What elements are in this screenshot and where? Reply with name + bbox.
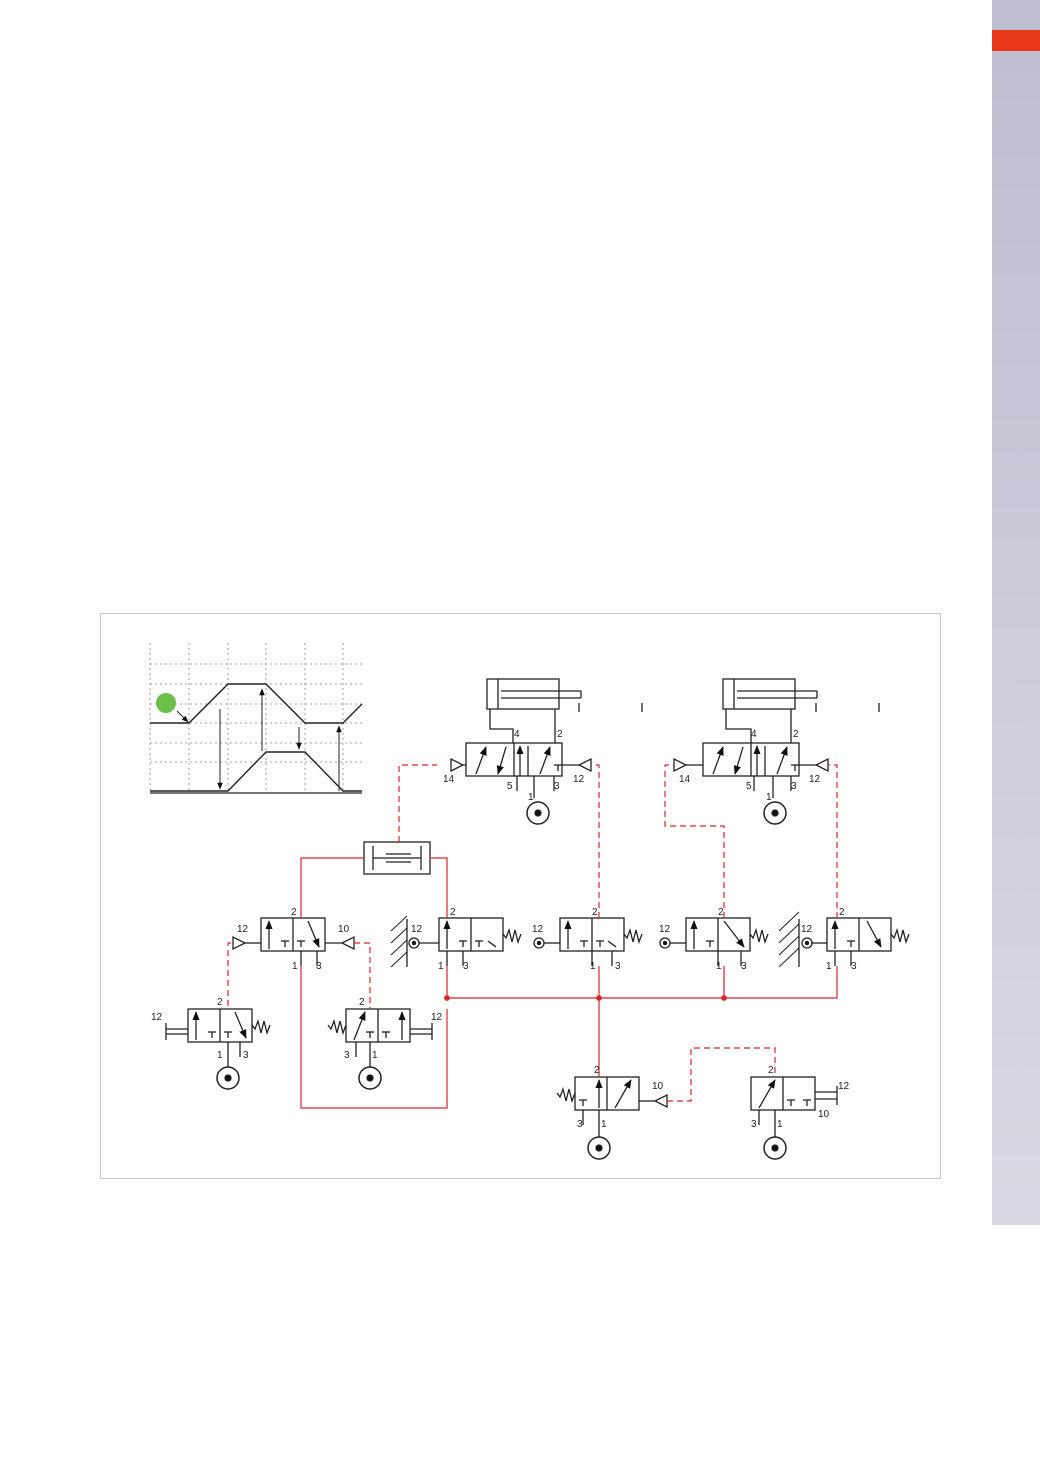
port-label: 3 xyxy=(577,1119,583,1130)
port-label: 5 xyxy=(507,781,513,792)
main-valve-1 xyxy=(450,742,592,825)
port-label: 2 xyxy=(291,907,297,918)
port-label: 2 xyxy=(718,907,724,918)
side-accent-tab xyxy=(992,30,1040,51)
port-label: 4 xyxy=(514,729,520,740)
port-label: 12 xyxy=(151,1012,163,1023)
valve-d xyxy=(533,917,643,966)
port-label: 12 xyxy=(801,924,813,935)
port-label: 1 xyxy=(372,1050,378,1061)
displacement-step-diagram xyxy=(149,643,363,794)
port-label: 12 xyxy=(573,774,585,785)
port-label: 3 xyxy=(615,961,621,972)
port-label: 1 xyxy=(716,961,722,972)
port-label: 3 xyxy=(344,1050,350,1061)
pneumatic-circuit: 4 2 5 1 3 14 12 4 2 5 1 3 14 12 xyxy=(149,643,910,1160)
port-label: 1 xyxy=(217,1050,223,1061)
port-label: 2 xyxy=(768,1065,774,1076)
valve-c xyxy=(390,915,522,968)
port-label: 12 xyxy=(237,924,249,935)
port-label: 1 xyxy=(777,1119,783,1130)
cylinder-1 xyxy=(486,678,643,743)
pilot-lines xyxy=(227,764,838,1102)
port-label: 3 xyxy=(463,961,469,972)
port-label: 1 xyxy=(826,961,832,972)
port-label: 3 xyxy=(554,781,560,792)
port-label: 5 xyxy=(746,781,752,792)
port-label: 1 xyxy=(292,961,298,972)
port-label: 12 xyxy=(431,1012,443,1023)
port-label: 3 xyxy=(751,1119,757,1130)
valve-f xyxy=(778,911,910,968)
valve-i xyxy=(556,1076,668,1160)
port-label: 1 xyxy=(438,961,444,972)
valve-h xyxy=(327,1008,433,1090)
port-label: 2 xyxy=(217,997,223,1008)
circuit-diagram-frame: 4 2 5 1 3 14 12 4 2 5 1 3 14 12 xyxy=(100,613,941,1179)
port-label: 12 xyxy=(411,924,423,935)
port-label: 2 xyxy=(450,907,456,918)
port-label: 3 xyxy=(851,961,857,972)
port-label: 3 xyxy=(243,1050,249,1061)
port-label: 1 xyxy=(590,961,596,972)
port-label: 10 xyxy=(818,1109,830,1120)
port-label: 1 xyxy=(766,792,772,803)
side-color-bar xyxy=(992,0,1040,1225)
port-label: 12 xyxy=(532,924,544,935)
port-label: 2 xyxy=(557,729,563,740)
cylinder-2 xyxy=(722,678,880,743)
port-label: 10 xyxy=(338,924,350,935)
valve-j xyxy=(750,1076,838,1160)
port-label: 2 xyxy=(594,1065,600,1076)
port-label: 12 xyxy=(659,924,671,935)
port-label: 3 xyxy=(741,961,747,972)
port-label: 4 xyxy=(751,729,757,740)
port-label: 2 xyxy=(592,907,598,918)
valve-g xyxy=(165,1008,271,1090)
port-label: 3 xyxy=(316,961,322,972)
port-label: 2 xyxy=(839,907,845,918)
valve-e xyxy=(659,917,769,966)
port-label: 14 xyxy=(443,774,455,785)
start-marker xyxy=(156,693,176,713)
valve-a xyxy=(232,917,355,966)
main-valve-2 xyxy=(673,742,829,825)
port-label: 3 xyxy=(791,781,797,792)
port-label: 10 xyxy=(652,1081,664,1092)
supply-lines xyxy=(300,857,838,1109)
port-label: 1 xyxy=(528,792,534,803)
port-label: 14 xyxy=(679,774,691,785)
port-label: 1 xyxy=(601,1119,607,1130)
shuttle-valve xyxy=(363,841,431,875)
port-label: 12 xyxy=(809,774,821,785)
port-label: 2 xyxy=(793,729,799,740)
port-label: 12 xyxy=(838,1081,850,1092)
port-label: 2 xyxy=(359,997,365,1008)
step-grid xyxy=(149,643,362,793)
